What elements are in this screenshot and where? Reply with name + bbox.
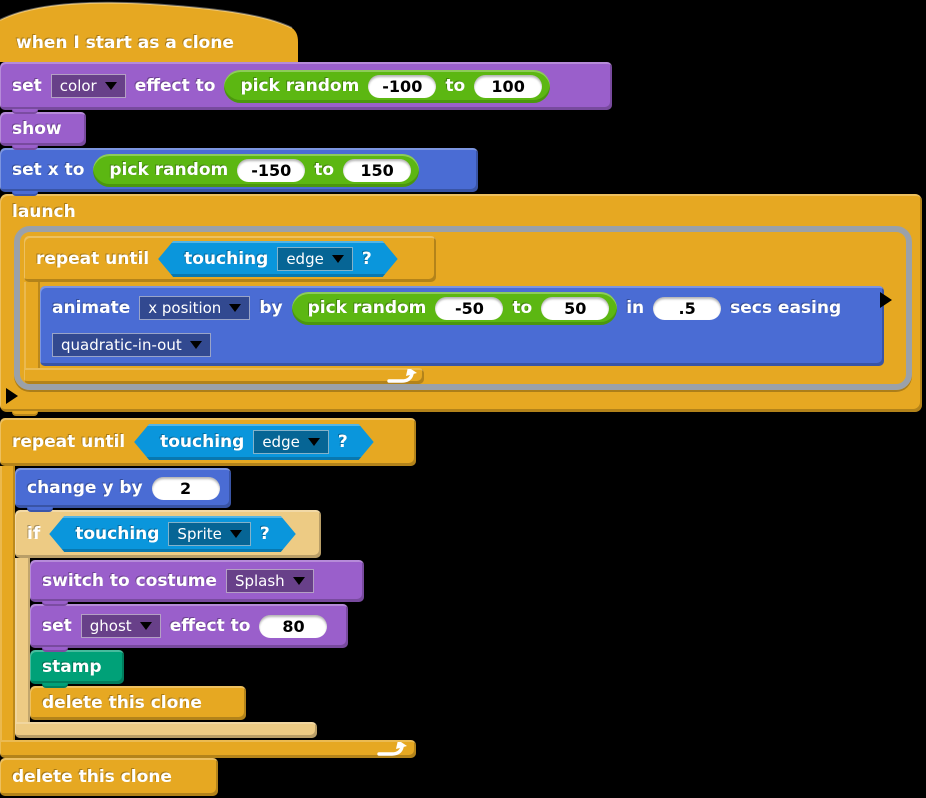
pick-random-label: pick random [109,160,229,180]
pick-random-block[interactable]: pick random -150 to 150 [93,153,420,187]
repeat-until-outer-arm[interactable] [0,466,15,740]
switch-costume-keyword: switch to costume [42,571,217,591]
change-y-block[interactable]: change y by 2 [15,468,231,512]
min-input[interactable]: -150 [237,158,306,182]
touching-target-dropdown[interactable]: Sprite [168,522,251,546]
repeat-until-label: repeat until [36,249,150,269]
launch-block[interactable]: launch repeat until touching edge ? anim… [0,194,922,416]
dropdown-caret-icon [229,304,242,312]
animate-label: animate [52,298,131,318]
min-input[interactable]: -50 [435,296,504,320]
to-keyword: to [512,298,533,318]
touching-label: touching [184,249,269,269]
hat-block-when-start-as-clone[interactable]: when I start as a clone [0,0,298,62]
delete-clone-block[interactable]: delete this clone [0,758,218,796]
repeat-until-outer-bottom-arm[interactable] [0,740,416,758]
set-ghost-effect-block[interactable]: set ghost effect to 80 [30,604,348,652]
dropdown-caret-icon [230,530,242,538]
effect-dropdown[interactable]: color [50,74,126,98]
delete-clone-label: delete this clone [42,693,202,713]
max-input[interactable]: 50 [541,296,610,320]
set-keyword: set [12,76,42,96]
animate-block[interactable]: animate x position by pick random -50 to… [40,286,884,366]
change-y-input[interactable]: 2 [151,476,220,500]
stamp-block[interactable]: stamp [30,650,124,688]
dropdown-caret-icon [189,341,202,349]
secs-input[interactable]: .5 [653,296,722,320]
question-mark-label: ? [337,432,348,452]
ghost-value-input[interactable]: 80 [259,614,328,638]
delete-clone-label: delete this clone [12,767,172,787]
effect-dropdown[interactable]: ghost [80,614,161,638]
touching-target-dropdown[interactable]: edge [253,430,329,454]
ring-expand-arrow-icon[interactable] [880,292,892,308]
effect-dropdown-value: color [59,77,97,95]
if-block[interactable]: if touching Sprite ? [15,510,321,558]
dropdown-caret-icon [292,577,305,585]
easing-dropdown-value: quadratic-in-out [61,336,182,354]
set-x-keyword: set x to [12,160,85,180]
dropdown-caret-icon [308,438,320,446]
touching-edge-condition[interactable]: touching edge ? [134,424,374,460]
repeat-until-inner-arm[interactable] [24,282,40,368]
repeat-until-outer-block[interactable]: repeat until touching edge ? [0,418,416,466]
to-keyword: to [314,160,335,180]
touching-label: touching [160,432,245,452]
dropdown-caret-icon [139,622,152,630]
touching-sprite-condition[interactable]: touching Sprite ? [49,516,296,552]
easing-dropdown[interactable]: quadratic-in-out [52,333,211,357]
loop-arrow-icon [387,369,417,383]
touching-target-dropdown[interactable]: edge [277,247,353,271]
question-mark-label: ? [361,249,372,269]
command-ring[interactable] [14,226,912,390]
pick-random-label: pick random [307,298,427,318]
launch-expand-arrow-icon[interactable] [6,388,18,404]
effect-to-keyword: effect to [169,616,251,636]
question-mark-label: ? [259,524,270,544]
effect-to-keyword: effect to [134,76,216,96]
show-label: show [12,119,62,139]
effect-dropdown-value: ghost [89,617,132,635]
pick-random-block[interactable]: pick random -100 to 100 [224,69,551,103]
pick-random-block[interactable]: pick random -50 to 50 [291,291,618,325]
switch-costume-block[interactable]: switch to costume Splash [30,560,364,606]
launch-label: launch [12,202,76,222]
animate-property-value: x position [148,299,222,317]
to-keyword: to [445,76,466,96]
animate-property-dropdown[interactable]: x position [139,296,251,320]
hat-shape [0,1,298,62]
by-keyword: by [259,298,283,318]
touching-target-value: Sprite [177,525,222,543]
repeat-until-inner-bottom-arm[interactable] [24,368,424,384]
costume-dropdown-value: Splash [234,572,285,590]
set-keyword: set [42,616,72,636]
touching-target-value: edge [262,433,300,451]
if-block-bottom-arm[interactable] [15,722,317,738]
touching-target-value: edge [286,250,324,268]
touching-edge-condition[interactable]: touching edge ? [158,241,398,277]
touching-label: touching [75,524,160,544]
dropdown-caret-icon [332,255,344,263]
show-block[interactable]: show [0,112,86,150]
if-label: if [27,524,41,544]
min-input[interactable]: -100 [368,74,437,98]
change-y-keyword: change y by [27,478,143,498]
max-input[interactable]: 150 [343,158,412,182]
pick-random-label: pick random [240,76,360,96]
repeat-until-label: repeat until [12,432,126,452]
secs-easing-keyword: secs easing [730,298,842,318]
stamp-label: stamp [42,657,102,677]
hat-label: when I start as a clone [16,33,234,53]
max-input[interactable]: 100 [474,74,543,98]
if-block-arm[interactable] [15,558,30,722]
dropdown-caret-icon [104,82,117,90]
delete-clone-block[interactable]: delete this clone [30,686,246,720]
repeat-until-inner-block[interactable]: repeat until touching edge ? [24,236,436,282]
costume-dropdown[interactable]: Splash [225,569,314,593]
loop-arrow-icon [377,742,407,756]
set-effect-block[interactable]: set color effect to pick random -100 to … [0,62,612,114]
set-x-block[interactable]: set x to pick random -150 to 150 [0,148,478,196]
in-keyword: in [626,298,645,318]
